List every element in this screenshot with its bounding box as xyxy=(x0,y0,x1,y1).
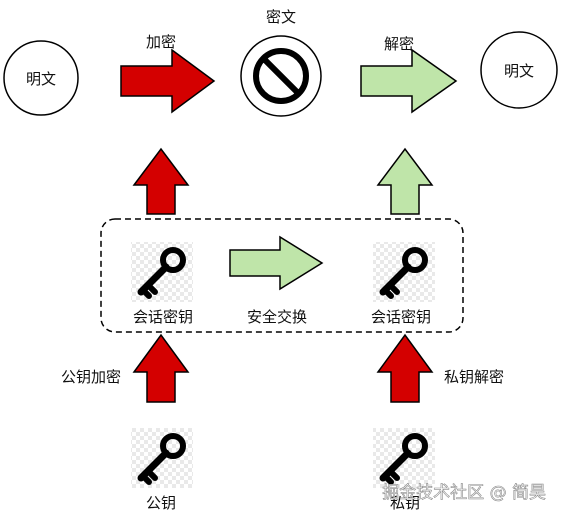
plaintext-right-node: 明文 xyxy=(480,31,558,109)
public-key-encrypt-arrow xyxy=(132,333,190,403)
session-key-to-encrypt-arrow xyxy=(132,147,190,215)
public-key-label: 公钥 xyxy=(146,494,176,512)
watermark: 掘金技术社区 @ 简昊 xyxy=(382,483,546,503)
plaintext-left-node: 明文 xyxy=(3,40,79,116)
encrypt-arrow xyxy=(120,48,216,114)
plaintext-left-label: 明文 xyxy=(26,70,56,88)
plaintext-right-label: 明文 xyxy=(504,62,534,80)
prohibited-icon xyxy=(253,48,309,104)
private-key-decrypt-label: 私钥解密 xyxy=(444,368,504,386)
secure-exchange-label: 安全交换 xyxy=(247,308,307,326)
secure-exchange-arrow xyxy=(229,235,324,291)
private-key-decrypt-arrow xyxy=(376,333,434,403)
session-key-to-decrypt-arrow xyxy=(376,147,434,215)
decrypt-label: 解密 xyxy=(384,35,414,53)
session-key-right-label: 会话密钥 xyxy=(371,308,431,326)
session-key-left-label: 会话密钥 xyxy=(133,308,193,326)
session-key-left: 会话密钥 xyxy=(131,242,193,326)
decrypt-arrow xyxy=(360,48,458,114)
ciphertext-node xyxy=(240,35,322,117)
ciphertext-label: 密文 xyxy=(266,8,296,26)
session-key-exchange-group xyxy=(100,218,464,333)
private-key-label: 私钥 xyxy=(390,494,420,512)
public-key: 公钥 xyxy=(131,428,193,512)
encrypt-label: 加密 xyxy=(146,33,176,51)
private-key: 私钥 xyxy=(373,428,435,512)
session-key-right: 会话密钥 xyxy=(371,242,435,326)
public-key-encrypt-label: 公钥加密 xyxy=(61,368,121,386)
